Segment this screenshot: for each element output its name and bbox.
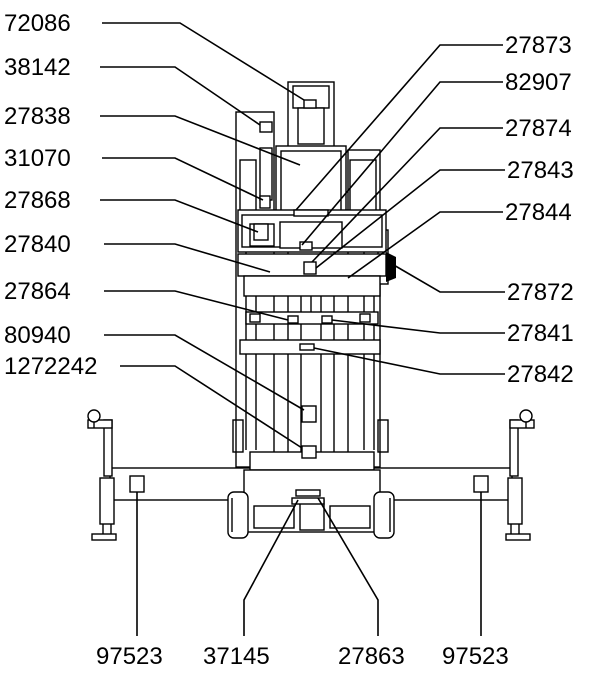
decal-27874: [303, 261, 317, 275]
decal-80940: [301, 405, 317, 423]
leader-27842: [313, 347, 505, 375]
decal-82907: [299, 241, 313, 251]
leader-27873: [295, 44, 503, 211]
label-82907: 82907: [505, 69, 572, 96]
leader-lines: [100, 22, 505, 636]
leader-27872: [391, 263, 505, 293]
label-37145: 37145: [203, 643, 270, 670]
leader-27863: [317, 497, 379, 636]
leader-80940: [104, 334, 305, 411]
decal-27864: [287, 315, 299, 324]
lift-machine-drawing: [87, 81, 535, 541]
label-27843: 27843: [507, 157, 574, 184]
label-27844: 27844: [505, 199, 572, 226]
label-27864: 27864: [4, 278, 71, 305]
leader-31070: [102, 157, 264, 201]
left-labels: 72086 38142 27838 31070 27868 27840 2786…: [4, 10, 97, 380]
right-labels: 27873 82907 27874 27843 27844 27872 2784…: [505, 32, 574, 388]
label-38142: 38142: [4, 54, 71, 81]
label-72086: 72086: [4, 10, 71, 37]
label-27873: 27873: [505, 32, 572, 59]
leader-27843: [315, 169, 505, 269]
decal-27842: [299, 343, 315, 351]
decal-72086: [303, 99, 317, 109]
decal-31070: [259, 195, 271, 209]
label-27838: 27838: [4, 103, 71, 130]
leader-27868: [100, 199, 259, 233]
leader-27874: [311, 127, 503, 263]
leader-27838: [100, 115, 301, 166]
label-80940: 80940: [4, 322, 71, 349]
label-27863: 27863: [338, 643, 405, 670]
label-31070: 31070: [4, 145, 71, 172]
decal-27873: [293, 209, 329, 217]
decal-27863: [291, 497, 325, 505]
leader-37145: [243, 499, 299, 636]
leader-1272242: [120, 365, 303, 449]
decal-97523-right: [473, 475, 489, 493]
leader-38142: [100, 66, 261, 126]
chassis-base: [109, 451, 513, 539]
label-97523-left: 97523: [96, 643, 163, 670]
decal-38142: [259, 121, 273, 133]
leader-82907: [301, 81, 503, 246]
label-97523-right: 97523: [442, 643, 509, 670]
decal-97523-left: [129, 475, 145, 493]
leader-27841: [331, 319, 505, 334]
decal-37145: [295, 489, 321, 497]
right-outrigger-frame: [347, 149, 396, 468]
left-outrigger-leg: [87, 409, 117, 541]
label-27842: 27842: [507, 361, 574, 388]
leader-72086: [102, 22, 305, 101]
label-27874: 27874: [505, 115, 572, 142]
label-27840: 27840: [4, 231, 71, 258]
label-27841: 27841: [507, 320, 574, 347]
decal-1272242: [301, 445, 317, 459]
bottom-labels: 97523 37145 27863 97523: [96, 643, 509, 670]
right-outrigger-leg: [505, 409, 535, 541]
label-27868: 27868: [4, 187, 71, 214]
leader-27864: [104, 290, 289, 321]
label-1272242: 1272242: [4, 353, 97, 380]
decal-27868: [253, 223, 269, 241]
label-27872: 27872: [507, 279, 574, 306]
leader-27844: [347, 211, 503, 279]
decal-27841: [321, 315, 333, 324]
leader-27840: [104, 243, 271, 273]
